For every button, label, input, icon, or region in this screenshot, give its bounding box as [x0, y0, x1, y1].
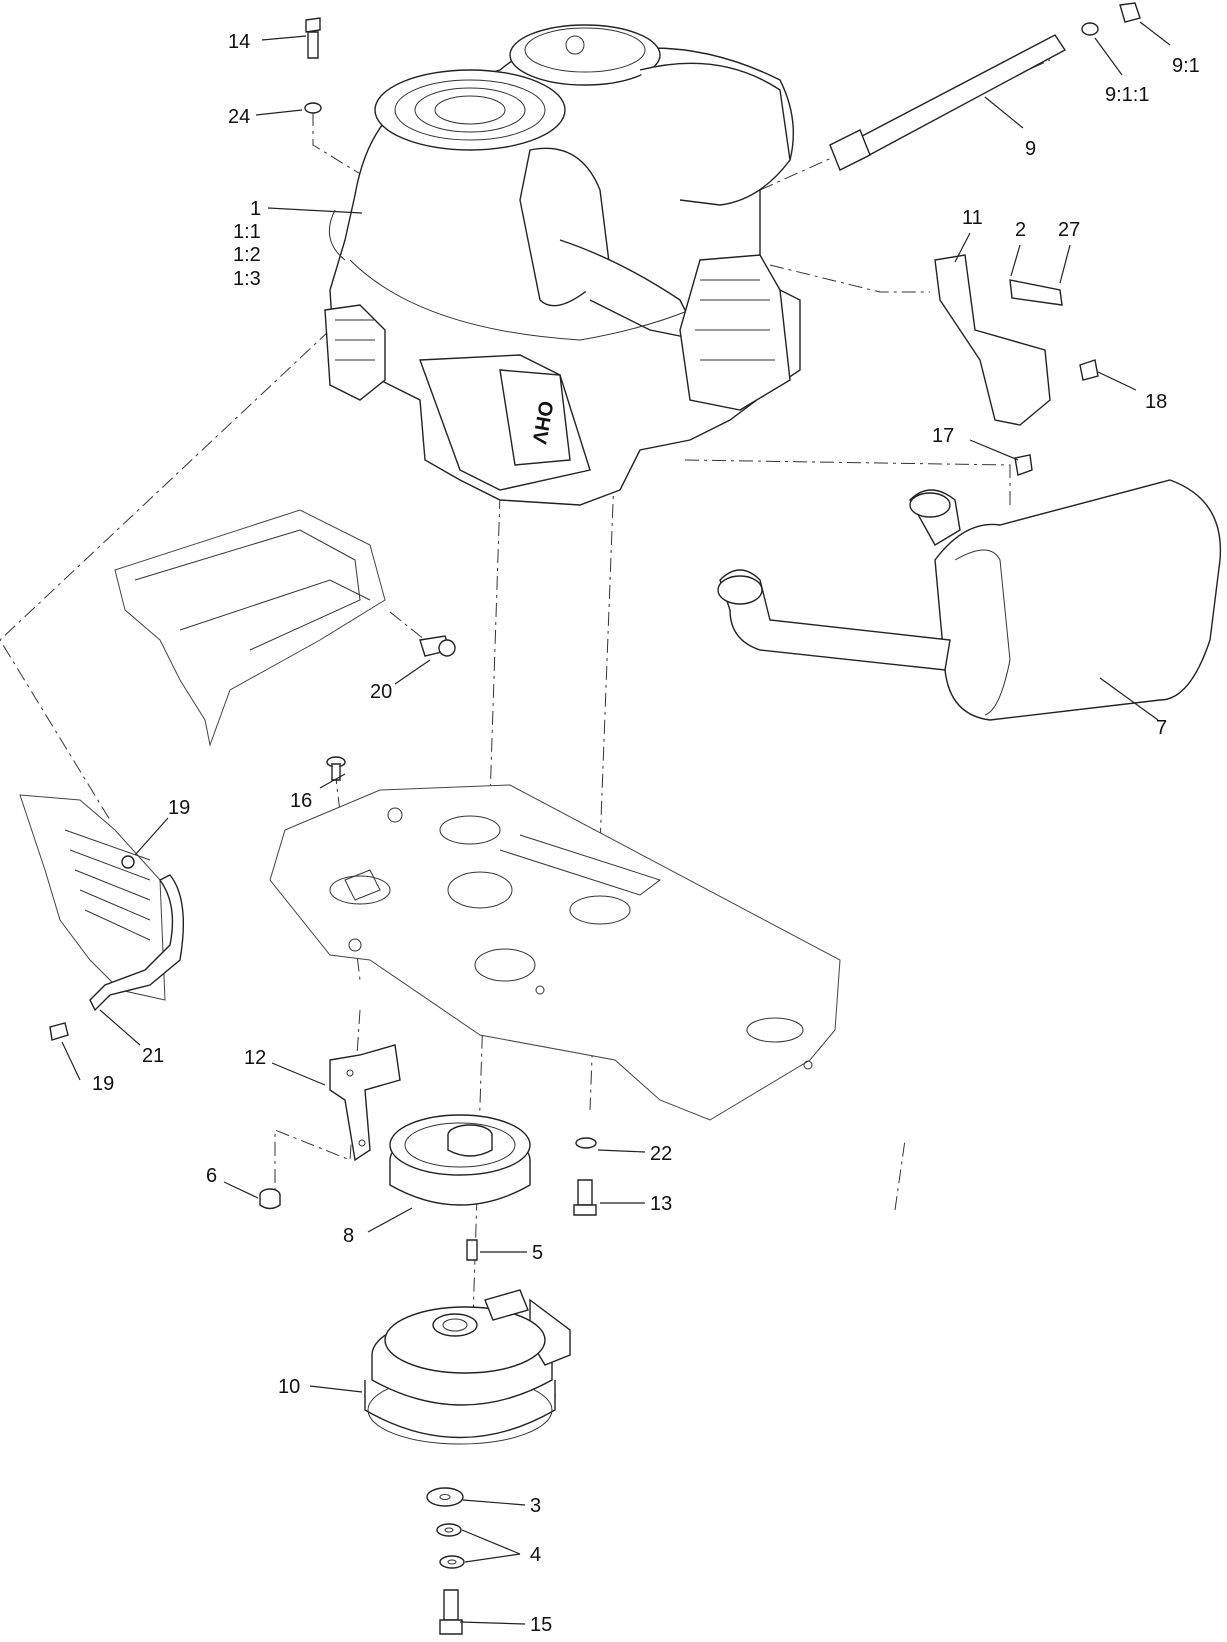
callout-27: 27	[1058, 219, 1080, 241]
exhaust-tube	[829, 2, 1141, 171]
washer-3	[426, 1487, 464, 1507]
side-shield	[19, 794, 184, 1041]
callout-19-top: 19	[168, 797, 190, 819]
callout-labels: 14 24 1 1:1 1:2 1:3 9:1 9:1:1 9 11 2 27 …	[92, 31, 1200, 1636]
callout-13: 13	[650, 1193, 672, 1215]
bolt-15	[439, 1589, 463, 1635]
callout-7: 7	[1156, 717, 1167, 739]
leader-lines	[61, 21, 1171, 1625]
callout-8: 8	[343, 1225, 354, 1247]
callout-14: 14	[228, 31, 250, 53]
callout-2: 2	[1015, 219, 1026, 241]
bracket-12	[329, 1044, 401, 1162]
callout-21: 21	[142, 1045, 164, 1067]
washer-24	[304, 102, 322, 114]
engine-assembly: OHV	[324, 24, 801, 506]
callout-9-1: 9:1	[1172, 55, 1200, 77]
bracket-11	[934, 254, 1099, 426]
callout-3: 3	[530, 1495, 541, 1517]
callout-19-bottom: 19	[92, 1073, 114, 1095]
callout-1-2: 1:2	[233, 244, 261, 266]
bolt-13	[573, 1179, 597, 1216]
callout-15: 15	[530, 1614, 552, 1636]
engine-guard	[114, 509, 386, 747]
callout-20: 20	[370, 681, 392, 703]
callout-10: 10	[278, 1376, 300, 1398]
deck-plate	[269, 784, 841, 1121]
callout-1: 1	[250, 198, 261, 220]
callout-1-3: 1:3	[233, 268, 261, 290]
bushing-20	[419, 635, 456, 657]
washer-4	[436, 1523, 465, 1569]
callout-5: 5	[532, 1242, 543, 1264]
callout-16: 16	[290, 790, 312, 812]
callout-9: 9	[1025, 138, 1036, 160]
callout-18: 18	[1145, 391, 1167, 413]
callout-24: 24	[228, 106, 250, 128]
callout-4: 4	[530, 1544, 541, 1566]
muffler	[717, 454, 1222, 721]
nut-6	[259, 1188, 281, 1210]
pto-clutch	[364, 1289, 571, 1445]
pulley-8	[389, 1114, 531, 1206]
callout-1-1: 1:1	[233, 221, 261, 243]
rivet-16	[326, 756, 346, 781]
callout-17: 17	[932, 425, 954, 447]
key-5	[466, 1239, 478, 1261]
callout-6: 6	[206, 1165, 217, 1187]
callout-22: 22	[650, 1143, 672, 1165]
bolt-14	[305, 17, 321, 59]
callout-11: 11	[962, 207, 983, 229]
callout-12: 12	[244, 1047, 266, 1069]
washer-22	[575, 1137, 597, 1149]
callout-9-1-1: 9:1:1	[1105, 84, 1149, 106]
